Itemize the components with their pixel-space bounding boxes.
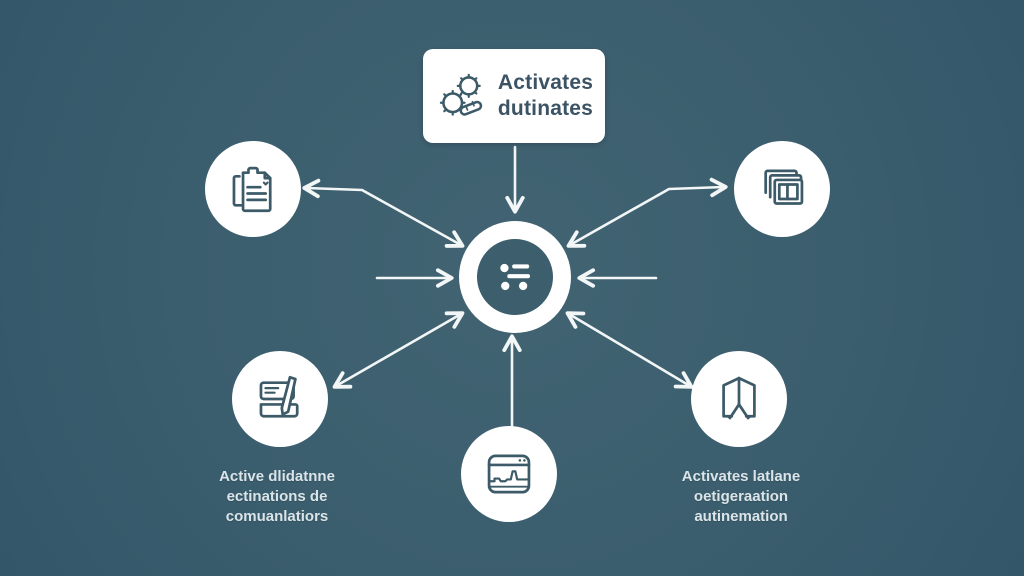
- node-card-pen: [232, 351, 328, 447]
- arrow-bottomright-center: [565, 311, 694, 389]
- title-box: Activates dutinates: [423, 49, 605, 143]
- title-line-1: Activates: [497, 71, 594, 95]
- caption-bl-line-3: comuanlatiors: [225, 507, 329, 525]
- gears-icon: [439, 73, 483, 116]
- center-hub-node: [459, 221, 571, 333]
- caption-bottom-left: Active dlidatnne ectinations de comuanla…: [192, 467, 362, 526]
- node-open-book: [691, 351, 787, 447]
- caption-bl-line-1: Active dlidatnne: [219, 468, 335, 485]
- list-icon: [500, 263, 531, 291]
- clipboard-icon: [232, 166, 272, 213]
- activity-monitor-icon: [487, 454, 531, 494]
- caption-br-line-2: oetigeraation: [693, 487, 789, 505]
- title-line-2: dutinates: [497, 97, 594, 120]
- arrow-topleft-center: [302, 178, 465, 248]
- open-book-icon: [722, 376, 756, 420]
- caption-bottom-right: Activates latlane oetigeraation autinema…: [656, 467, 826, 526]
- title-text: Activates dutinates: [498, 70, 593, 121]
- caption-bl-line-2: ectinations de: [226, 487, 328, 505]
- card-pen-icon: [259, 375, 299, 418]
- node-clipboard: [205, 141, 301, 237]
- caption-br-line-3: autinemation: [694, 507, 788, 525]
- stacked-cards-icon: [764, 169, 804, 205]
- caption-br-line-1: Activates latlane: [681, 468, 801, 485]
- center-hub-inner: [477, 239, 553, 315]
- node-activity-monitor: [461, 426, 557, 522]
- arrow-topright-center: [566, 177, 728, 248]
- arrow-bottomleft-center: [332, 311, 465, 389]
- node-stacked-cards: [734, 141, 830, 237]
